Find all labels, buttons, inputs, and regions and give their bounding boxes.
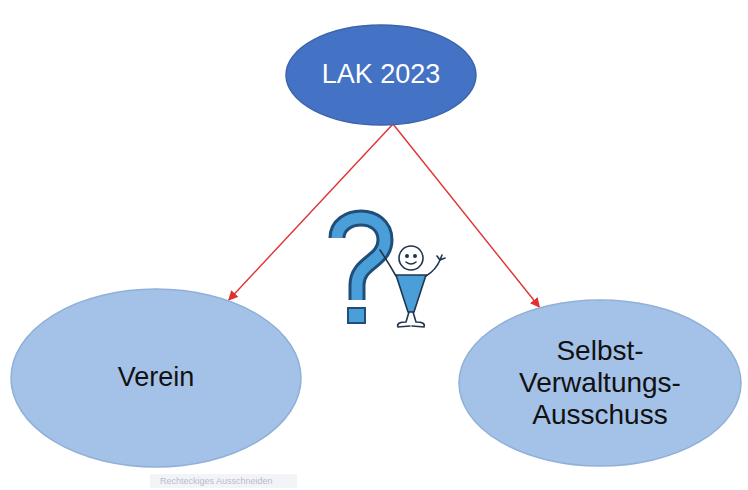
node-label: LAK 2023 bbox=[322, 59, 441, 90]
option-ellipse: Verein bbox=[10, 288, 302, 468]
option-ellipse: Selbst- Verwaltungs- Ausschuss bbox=[458, 299, 742, 467]
node-label: Selbst- Verwaltungs- Ausschuss bbox=[519, 335, 681, 432]
stick-figure bbox=[380, 246, 445, 327]
arrow-connector bbox=[229, 124, 393, 300]
title-ellipse: LAK 2023 bbox=[285, 24, 477, 126]
node-label: Verein bbox=[118, 362, 195, 393]
question-mark bbox=[337, 218, 385, 323]
faded-note: Rechteckiges Ausschneiden bbox=[150, 474, 297, 488]
